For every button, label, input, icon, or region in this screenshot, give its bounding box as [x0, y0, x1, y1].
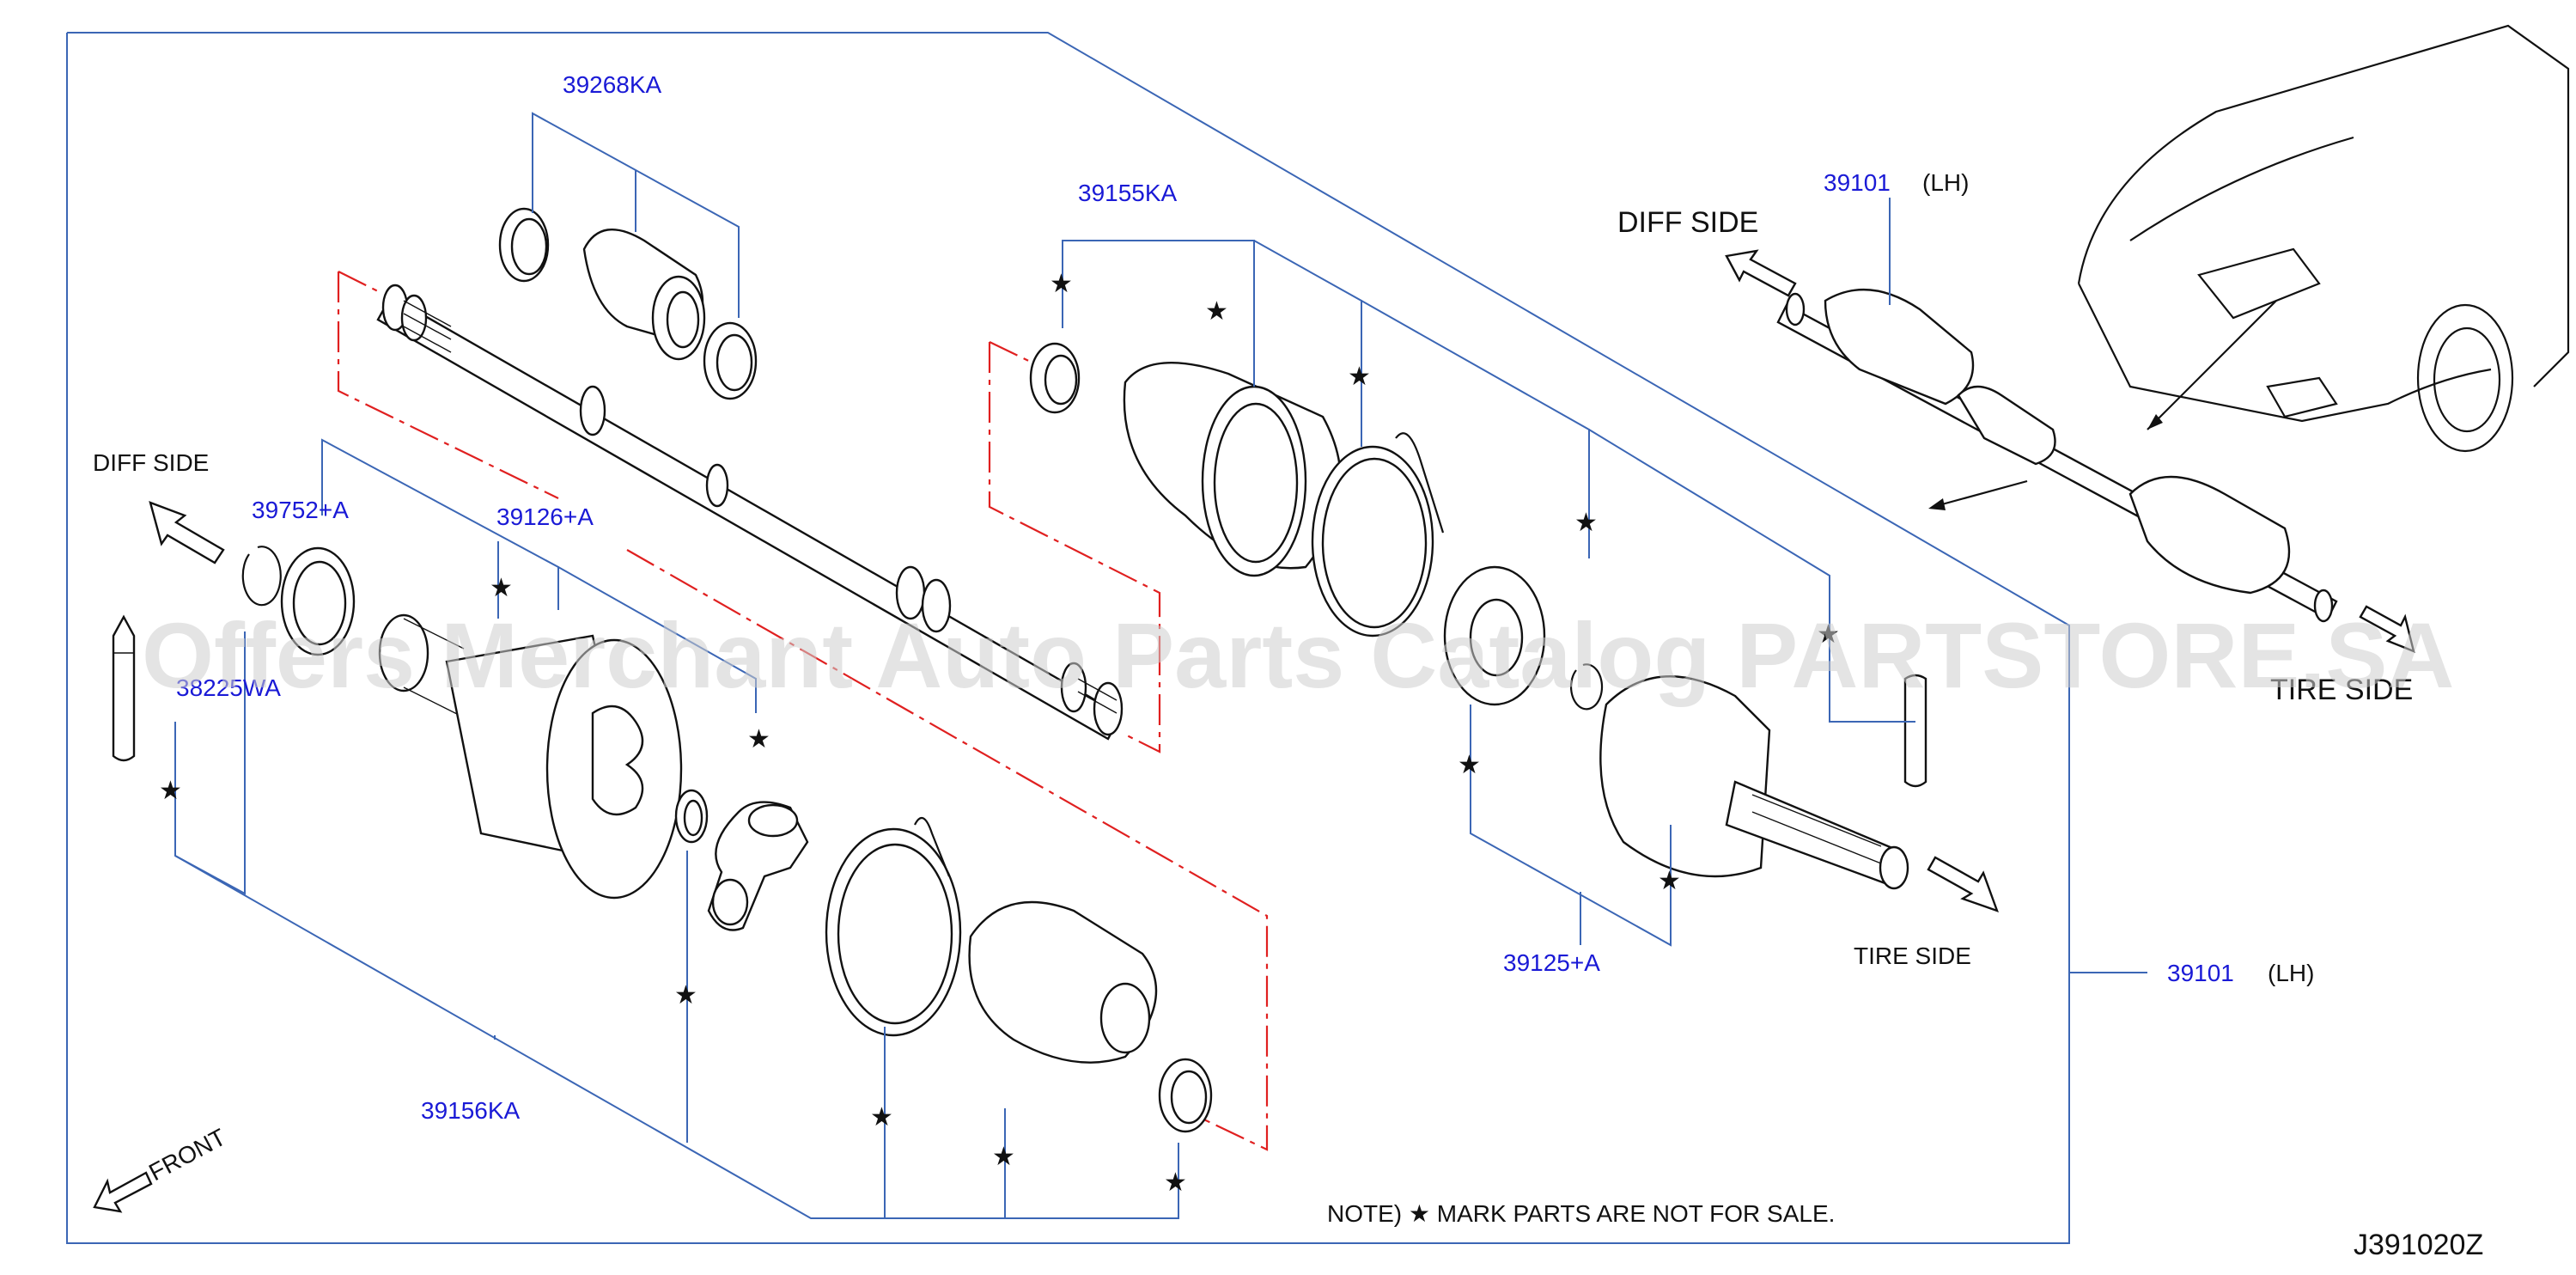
front-arrow	[93, 1171, 153, 1213]
part-39752A[interactable]: 39752+A	[252, 497, 349, 523]
part-39155KA[interactable]: 39155KA	[1078, 180, 1178, 206]
tire-side-label-center: TIRE SIDE	[1854, 943, 1971, 969]
leader-lines	[174, 112, 2147, 1219]
alignment-lines	[337, 271, 1269, 1151]
svg-text:★: ★	[1574, 508, 1598, 538]
grease-tube-2	[1903, 674, 1927, 788]
svg-text:★: ★	[1205, 296, 1228, 326]
note-text: NOTE) ★ MARK PARTS ARE NOT FOR SALE.	[1327, 1200, 1835, 1227]
diagram-id: J391020Z	[2354, 1229, 2483, 1261]
tire-side-label-right: TIRE SIDE	[2270, 674, 2413, 706]
circlip-and-seal	[241, 546, 356, 656]
inner-joint-39126A	[378, 613, 683, 900]
diff-side-label-left: DIFF SIDE	[93, 449, 209, 476]
svg-text:★: ★	[159, 776, 182, 806]
assembled-driveshaft	[1776, 288, 2338, 623]
svg-text:★: ★	[992, 1142, 1015, 1172]
part-39125A[interactable]: 39125+A	[1503, 949, 1600, 976]
svg-text:★: ★	[1658, 866, 1681, 896]
tire-side-arrow-center	[1927, 856, 1999, 912]
diff-side-arrow-top	[1725, 249, 1797, 297]
damper-kit-39268KA	[498, 207, 758, 400]
spider-assembly	[707, 801, 809, 931]
svg-text:★: ★	[747, 724, 770, 754]
front-label: FRONT	[144, 1124, 230, 1187]
part-39101-top[interactable]: 39101	[1824, 169, 1891, 196]
part-39101-right[interactable]: 39101	[2167, 960, 2234, 986]
snap-ring	[674, 789, 709, 844]
diff-side-arrow-left	[149, 501, 225, 564]
svg-text:★: ★	[1817, 619, 1840, 650]
tire-side-arrow-right	[2359, 605, 2415, 653]
part-39101-right-side: (LH)	[2268, 960, 2314, 986]
svg-text:★: ★	[870, 1102, 893, 1132]
svg-text:★: ★	[1348, 362, 1371, 392]
outer-joint-39125A	[1443, 565, 1909, 890]
part-38225WA[interactable]: 38225WA	[176, 674, 281, 701]
boot-kit-39155KA	[1029, 342, 1445, 638]
part-39126A[interactable]: 39126+A	[496, 503, 594, 530]
not-for-sale-markers: ★ ★ ★ ★ ★ ★ ★ ★ ★ ★ ★ ★ ★ ★	[159, 269, 1840, 1198]
watermark-text: Offers Merchant Auto Parts Catalog PARTS…	[142, 603, 2454, 707]
svg-text:★: ★	[1164, 1168, 1187, 1198]
assembly-frame	[66, 32, 2070, 1244]
svg-text:★: ★	[490, 573, 513, 603]
part-39156KA[interactable]: 39156KA	[421, 1097, 521, 1124]
svg-text:★: ★	[674, 980, 697, 1010]
diff-side-label-top: DIFF SIDE	[1617, 206, 1758, 239]
inner-boot	[825, 816, 1213, 1133]
svg-text:★: ★	[1458, 750, 1481, 780]
svg-text:★: ★	[1050, 269, 1073, 299]
intermediate-shaft	[376, 284, 1124, 741]
grease-tube-38225WA	[112, 614, 136, 762]
vehicle-outline	[1928, 24, 2570, 510]
part-39268KA[interactable]: 39268KA	[563, 71, 662, 98]
part-39101-top-side: (LH)	[1922, 169, 1969, 196]
